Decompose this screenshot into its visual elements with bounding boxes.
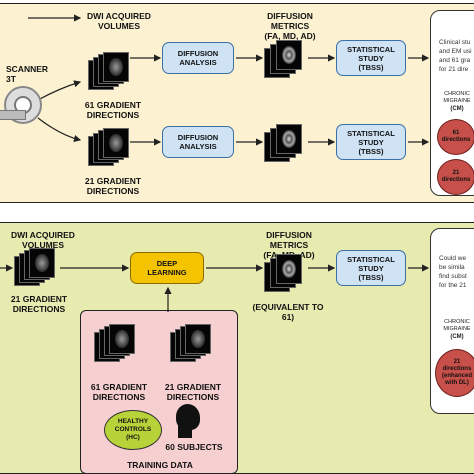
training-dir21-label: 21 GRADIENT DIRECTIONS (164, 382, 222, 402)
statistical-study-2: STATISTICAL STUDY (TBSS) (336, 124, 406, 160)
result-text-line: Could we (439, 255, 467, 262)
result-text-line: for the 21 (439, 282, 467, 289)
dir21-label-bottom: 21 GRADIENT DIRECTIONS (10, 294, 68, 314)
ellipse-61-directions: 61 directions (437, 119, 474, 155)
cm-label-bottom: CHRONIC MIGRAINE (443, 319, 471, 332)
result-text-line: for 21 dire (439, 66, 469, 73)
result-text-line: be simila (439, 264, 465, 271)
scanner-label: SCANNER 3T (6, 64, 49, 84)
diffusion-analysis-1: DIFFUSION ANALYSIS (162, 42, 234, 74)
scanner-icon (0, 82, 42, 128)
healthy-controls-ellipse: HEALTHY CONTROLS (HC) (104, 410, 162, 450)
ellipse-21-enhanced: 21 directions (enhanced with DL) (435, 349, 474, 397)
equivalent-label: (EQUIVALENT TO 61) (252, 302, 324, 322)
result-text-line: find subst (439, 273, 467, 280)
cm-abbr-top: (CM) (450, 106, 464, 112)
cm-abbr-bottom: (CM) (450, 334, 464, 340)
metrics-stack-bottom (264, 254, 312, 296)
deep-learning-box: DEEP LEARNING (130, 252, 204, 284)
statistical-study-1: STATISTICAL STUDY (TBSS) (336, 40, 406, 76)
diffusion-analysis-2: DIFFUSION ANALYSIS (162, 126, 234, 158)
result-card-top: Clinical stu and EM usi and 61 gra for 2… (430, 10, 474, 196)
dwi-title-bottom: DWI ACQUIRED VOLUMES (11, 230, 75, 250)
result-card-bottom: Could we be simila find subst for the 21… (430, 228, 474, 414)
dwi-stack-21-bottom (14, 248, 64, 290)
arrow (37, 80, 82, 101)
top-panel (0, 3, 474, 203)
metrics-title-top: DIFFUSION METRICS (FA, MD, AD) (264, 11, 316, 41)
ellipse-21-directions: 21 directions (437, 159, 474, 195)
dwi-stack-21 (88, 128, 138, 170)
subjects-label: 60 SUBJECTS (165, 442, 223, 452)
cm-label-top: CHRONIC MIGRAINE (443, 91, 471, 104)
metrics-stack-1 (264, 40, 312, 82)
dir21-label-top: 21 GRADIENT DIRECTIONS (84, 176, 142, 196)
head-silhouette-icon (172, 404, 204, 440)
training-stack-21 (170, 324, 220, 366)
training-dir61-label: 61 GRADIENT DIRECTIONS (90, 382, 148, 402)
training-data-title: TRAINING DATA (127, 460, 193, 470)
statistical-study-bottom: STATISTICAL STUDY (TBSS) (336, 250, 406, 286)
result-text-line: and 61 gra (439, 57, 471, 64)
dwi-title-top: DWI ACQUIRED VOLUMES (87, 11, 151, 31)
metrics-stack-2 (264, 124, 312, 166)
dir61-label-top: 61 GRADIENT DIRECTIONS (84, 100, 142, 120)
arrow (37, 117, 82, 143)
dwi-stack-61 (88, 52, 138, 94)
result-text-line: Clinical stu (439, 39, 471, 46)
training-stack-61 (94, 324, 144, 366)
result-text-line: and EM usi (439, 48, 472, 55)
